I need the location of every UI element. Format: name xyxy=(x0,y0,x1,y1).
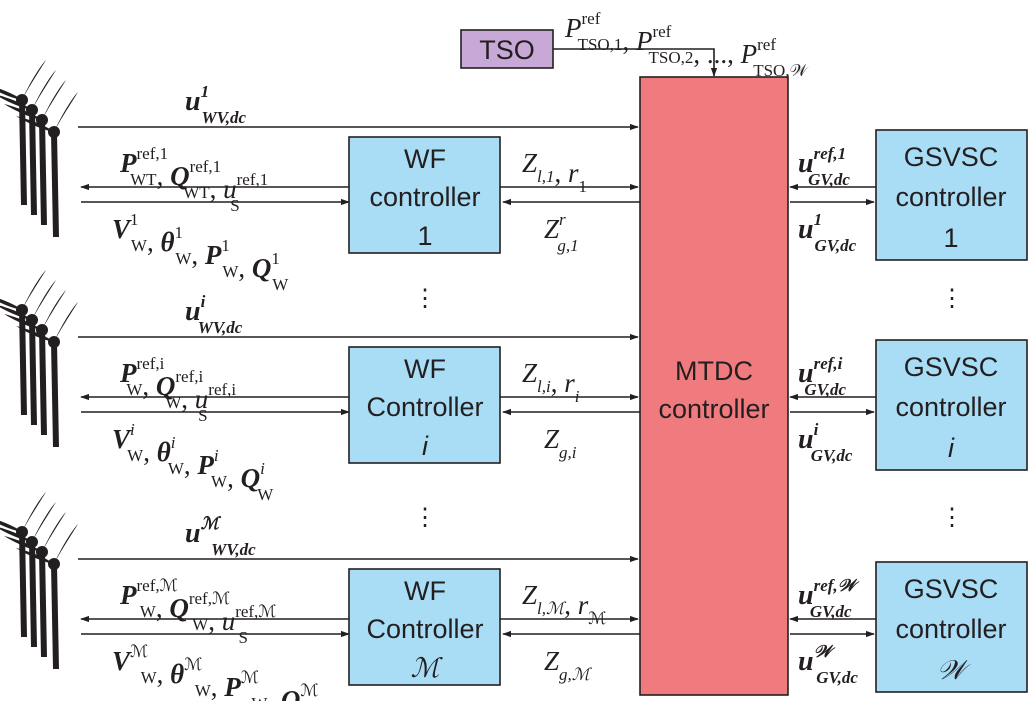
wf-to-mtdc-signal-label: Zl,i, ri xyxy=(522,358,580,406)
wf-label-line2: Controller xyxy=(366,614,483,644)
gsvsc-controller-box: GSVSC controller i xyxy=(875,339,1028,471)
wf-label-line3: i xyxy=(422,431,429,461)
wf-label-line2: Controller xyxy=(366,392,483,422)
mtdc-to-wf-signal-label: Zg,i xyxy=(544,424,577,462)
wf-label-line1: WF xyxy=(404,354,446,384)
wf-to-mtdc-signal-label: Zl,ℳ, rℳ xyxy=(522,580,606,628)
wind-turbine-icon xyxy=(0,60,78,237)
gs-vdots-1: ⋮ xyxy=(940,286,964,312)
tso-label: TSO xyxy=(479,35,535,65)
wf-label-line3: ℳ xyxy=(411,653,444,683)
mtdc-controller-box: MTDC controller xyxy=(639,76,789,696)
gsvsc-label-line2: controller xyxy=(895,614,1006,644)
gsvsc-controller-box: GSVSC controller 1 xyxy=(875,129,1028,261)
wf-controller-box: WF controller 1 xyxy=(348,136,501,254)
wind-turbine-icon xyxy=(0,492,78,669)
wf-label-line1: WF xyxy=(404,576,446,606)
mtdc-label-line1: MTDC xyxy=(675,356,753,386)
tso-box: TSO xyxy=(460,29,554,69)
mtdc-to-wf-signal-label: Zg,ℳ xyxy=(544,646,593,684)
gs-vdots-2: ⋮ xyxy=(940,505,964,531)
wf-to-mtdc-signal-label: Zl,1, r1 xyxy=(522,148,587,196)
wf-vdots-1: ⋮ xyxy=(413,286,437,312)
wind-turbine-icon xyxy=(0,270,78,447)
wf-vdots-2: ⋮ xyxy=(413,505,437,531)
gsvsc-label-line3: i xyxy=(948,433,955,463)
gsvsc-label-line1: GSVSC xyxy=(904,574,999,604)
measurement-signal-label: VℳW, θℳW, PℳW, QℳW xyxy=(112,642,328,701)
tso-to-mtdc-arrow xyxy=(553,48,718,77)
gsvsc-label-line2: controller xyxy=(895,182,1006,212)
wf-controller-box: WF Controller i xyxy=(348,346,501,464)
gsvsc-label-line1: GSVSC xyxy=(904,352,999,382)
gsvsc-label-line1: GSVSC xyxy=(904,142,999,172)
wf-label-line2: controller xyxy=(369,182,480,212)
gsvsc-label-line3: 1 xyxy=(943,223,958,253)
gsvsc-label-line2: controller xyxy=(895,392,1006,422)
wf-label-line1: WF xyxy=(404,144,446,174)
mtdc-label-line2: controller xyxy=(658,394,769,424)
wf-label-line3: 1 xyxy=(417,221,432,251)
